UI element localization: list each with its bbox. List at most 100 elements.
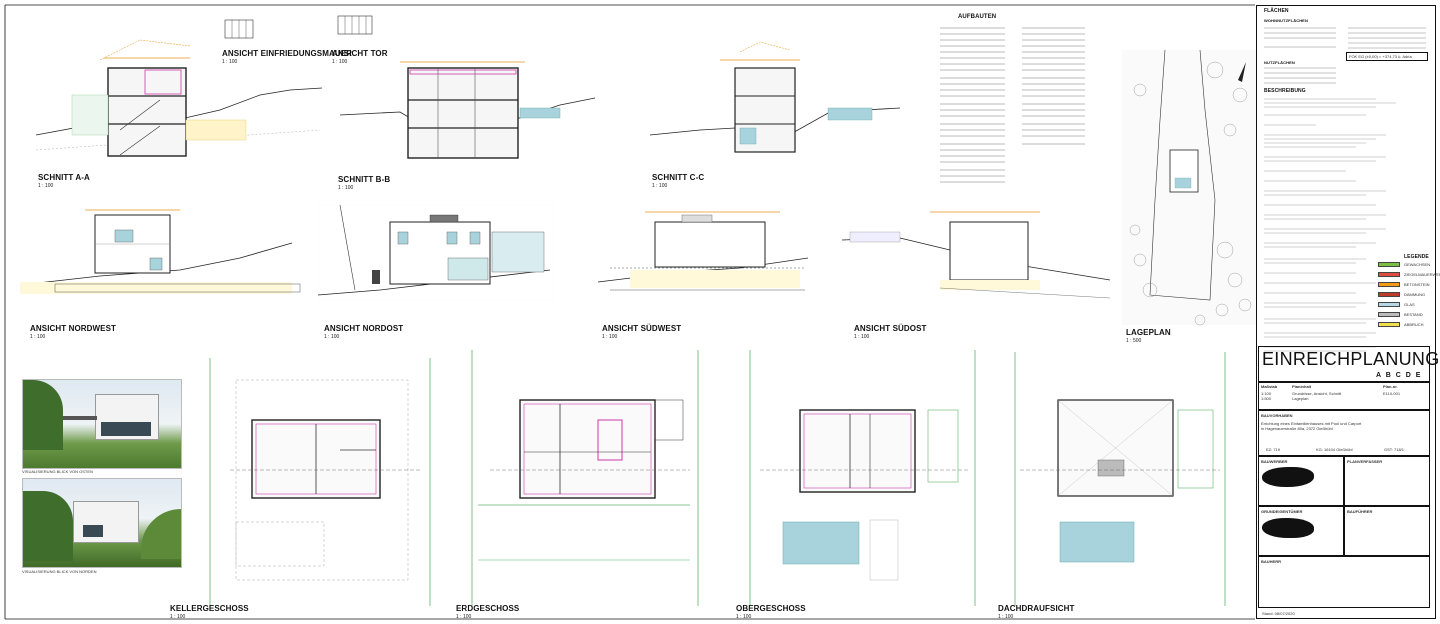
planno-value: E110-001 <box>1383 391 1401 396</box>
label-obergeschoss: OBERGESCHOSS <box>736 604 806 613</box>
scale-schnitt-cc: 1 : 100 <box>652 183 668 189</box>
scale-kellergeschoss: 1 : 100 <box>170 614 186 620</box>
ansicht-suedwest-drawing <box>597 211 809 291</box>
obergeschoss-plan <box>749 350 976 606</box>
title-block <box>1256 5 1436 619</box>
scale-schnitt-bb: 1 : 100 <box>338 185 354 191</box>
ansicht-suedost-drawing <box>841 211 1111 299</box>
scale-ansicht-nordost: 1 : 100 <box>324 334 340 340</box>
planno-label: Plan-nr. <box>1383 384 1398 389</box>
label-ansicht-suedwest: ANSICHT SÜDWEST <box>602 324 682 333</box>
beschreibung-lines <box>1264 98 1396 352</box>
window-shape <box>101 422 151 436</box>
carport-shape <box>63 416 97 420</box>
ez-value: EZ: 719 <box>1266 447 1281 452</box>
legend-label: GLAS <box>1404 302 1415 307</box>
baufuehrer-box <box>1344 506 1430 556</box>
bauherr-label: BAUHERR <box>1261 559 1281 564</box>
label-schnitt-cc: SCHNITT C-C <box>652 173 705 182</box>
label-einfriedungsmauer: ANSICHT EINFRIEDUNGSMAUER <box>222 49 353 58</box>
scale-dachdraufsicht: 1 : 100 <box>998 614 1014 620</box>
scale-schnitt-aa: 1 : 100 <box>38 183 54 189</box>
legend-swatch <box>1378 302 1400 307</box>
aufbauten-text-lines <box>940 27 1085 183</box>
planverfasser-box <box>1344 456 1430 506</box>
legend-label: ZIEGELMAUERWERK <box>1404 272 1440 277</box>
planinhalt-label: Planinhalt <box>1292 384 1312 389</box>
planinhalt-value: Grundrisse, Ansicht, Schnitt Lageplan <box>1292 391 1342 401</box>
beschreibung-heading: BESCHREIBUNG <box>1264 88 1306 94</box>
einfriedungsmauer-drawing <box>224 19 254 39</box>
label-ansicht-nordwest: ANSICHT NORDWEST <box>30 324 117 333</box>
schnitt-cc-drawing <box>649 41 901 153</box>
kellergeschoss-plan <box>209 358 431 606</box>
fok-text: FOK EG (±0,00) = +374,73 ü. Adria <box>1349 54 1412 59</box>
scale-ansicht-suedost: 1 : 100 <box>854 334 870 340</box>
bauvorhaben-label: BAUVORHABEN <box>1261 413 1293 418</box>
label-schnitt-bb: SCHNITT B-B <box>338 175 391 184</box>
label-schnitt-aa: SCHNITT A-A <box>38 173 90 182</box>
flaechen-heading: FLÄCHEN <box>1264 8 1289 14</box>
legend-label: BETONSTEIN <box>1404 282 1430 287</box>
grundeigentuemer-label: GRUNDEIGENTÜMER <box>1261 509 1303 514</box>
visualisierung-osten-image <box>22 379 182 469</box>
bauherr-box <box>1258 556 1430 608</box>
fok-box <box>1346 52 1428 61</box>
baufuehrer-label: BAUFÜHRER <box>1347 509 1373 514</box>
legend-label: GEWACHSEN <box>1404 262 1431 267</box>
grundeigentuemer-box <box>1258 506 1344 556</box>
legend-label: BESTAND <box>1404 312 1423 317</box>
dachdraufsicht-plan <box>1014 352 1226 606</box>
label-ansicht-nordost: ANSICHT NORDOST <box>324 324 404 333</box>
label-tor: ANSICHT TOR <box>332 49 388 58</box>
wohnnutzflaechen-heading: WOHNNUTZFLÄCHEN <box>1264 18 1308 23</box>
legend-swatch <box>1378 312 1400 317</box>
datum-label: Stand: 08/07/2020 <box>1262 611 1295 616</box>
tree-shape <box>141 509 181 559</box>
visualisierung-norden-image <box>22 478 182 568</box>
scale-ansicht-suedwest: 1 : 100 <box>602 334 618 340</box>
bauvorhaben-value: Errichtung eines Einfamilienhauses mit P… <box>1261 421 1362 431</box>
tree-shape <box>23 380 63 450</box>
letters-row: A B C D E <box>1376 372 1422 379</box>
scale-erdgeschoss: 1 : 100 <box>456 614 472 620</box>
bauwerber-label: BAUWERBER <box>1261 459 1288 464</box>
label-dachdraufsicht: DACHDRAUFSICHT <box>998 604 1075 613</box>
erdgeschoss-plan <box>471 350 699 606</box>
signature-scribble <box>1262 518 1314 538</box>
title-box <box>1258 346 1430 382</box>
legend-label: ABBRUCH <box>1404 322 1424 327</box>
nutzflaechen-lines <box>1264 67 1336 84</box>
scale-lageplan: 1 : 500 <box>1126 338 1142 344</box>
label-lageplan: LAGEPLAN <box>1126 328 1171 337</box>
label-kellergeschoss: KELLERGESCHOSS <box>170 604 249 613</box>
ansicht-nordwest-drawing <box>19 209 301 294</box>
massstab-label: Maßstab <box>1261 384 1278 389</box>
lageplan-drawing <box>1122 49 1257 326</box>
planverfasser-label: PLANVERFASSER <box>1347 459 1383 464</box>
schnitt-bb-drawing <box>339 61 596 159</box>
signature-scribble <box>1262 467 1314 487</box>
flaechen-lines <box>1264 27 1426 49</box>
legend-swatch <box>1378 292 1400 297</box>
einreichplanung-title: EINREICHPLANUNG <box>1262 349 1440 369</box>
legend-swatch <box>1378 272 1400 277</box>
massstab-values: 1:100 1:500 <box>1261 391 1272 401</box>
scale-ansicht-nordwest: 1 : 100 <box>30 334 46 340</box>
plan-info-box <box>1258 382 1430 410</box>
bauvorhaben-box <box>1258 410 1430 456</box>
label-ansicht-suedost: ANSICHT SÜDOST <box>854 324 927 333</box>
legend-swatch <box>1378 262 1400 267</box>
ansicht-nordost-drawing <box>317 204 554 301</box>
label-vis-norden: VISUALISIERUNG BLICK VON NORDEN <box>22 569 97 574</box>
legend-label: DÄMMUNG <box>1404 292 1426 297</box>
label-aufbauten: AUFBAUTEN <box>958 14 997 20</box>
scale-obergeschoss: 1 : 100 <box>736 614 752 620</box>
kg-value: KG: 16104 Gießhübl <box>1316 447 1353 452</box>
label-erdgeschoss: ERDGESCHOSS <box>456 604 520 613</box>
label-vis-osten: VISUALISIERUNG BLICK VON OSTEN <box>22 469 93 474</box>
nutzflaechen-heading: NUTZFLÄCHEN <box>1264 60 1295 65</box>
scale-tor: 1 : 100 <box>332 59 348 65</box>
